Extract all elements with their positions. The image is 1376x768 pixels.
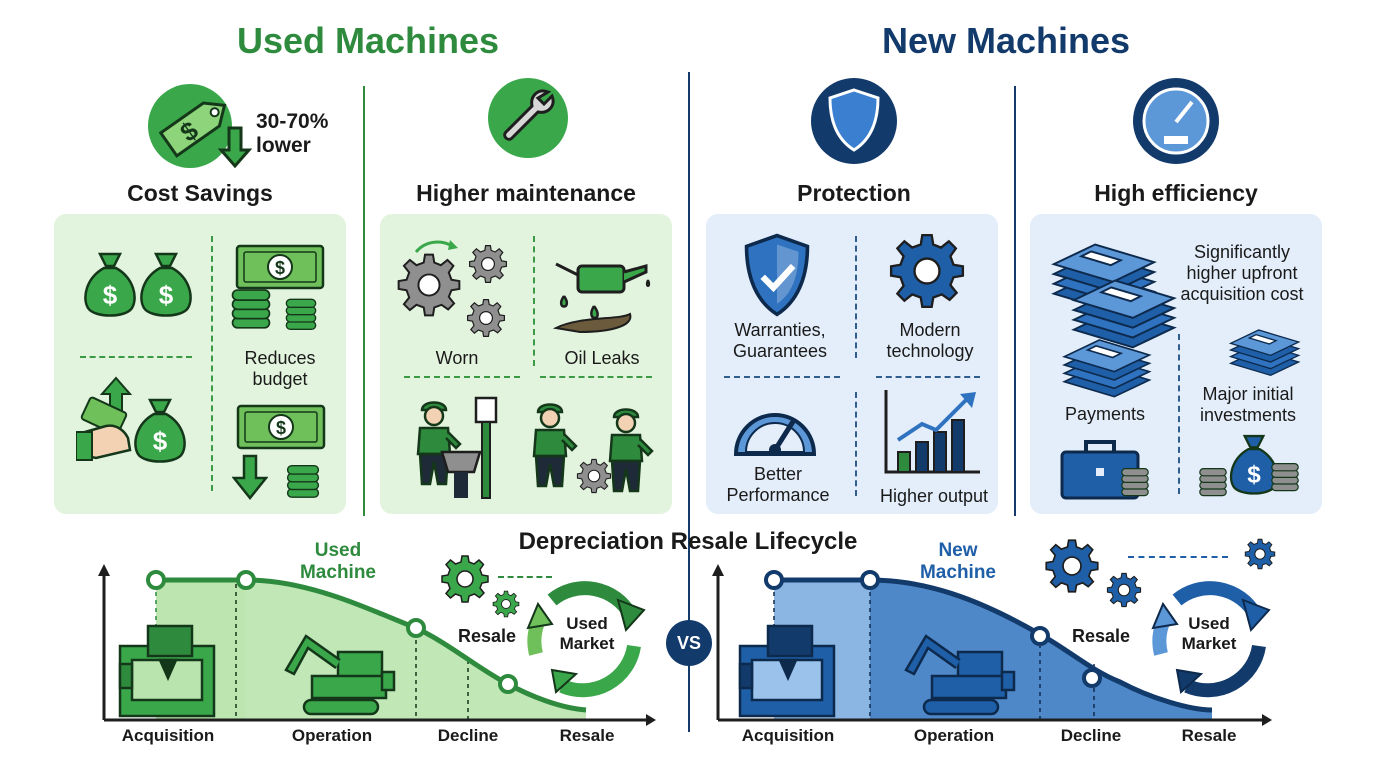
- performance-gauge-icon: [733, 413, 817, 456]
- new-machine-curve-label: New Machine: [919, 540, 997, 583]
- high-efficiency-title: High efficiency: [1094, 180, 1258, 206]
- panel-divider: [404, 376, 520, 378]
- mechanic-icon: [520, 398, 580, 488]
- modern-gear-icon: [888, 232, 966, 310]
- money-bag-icon: [130, 394, 190, 468]
- oil-can-icon: [552, 262, 651, 334]
- protection-title: Protection: [797, 180, 911, 206]
- panel-divider: [1178, 334, 1180, 494]
- panel-divider: [211, 236, 213, 491]
- upfront-cost-label: Significantly higher upfront acquisition…: [1180, 242, 1304, 304]
- cash-stack-icon: [1224, 322, 1304, 378]
- panel-divider: [540, 376, 652, 378]
- used-stage-operation: Operation: [291, 726, 373, 745]
- warranty-shield-icon: [740, 232, 814, 318]
- new-depreciation-chart: [712, 564, 1272, 726]
- coin-stack-icon: [280, 292, 322, 332]
- gear-icon: [1044, 538, 1100, 594]
- new-stage-decline: Decline: [1060, 726, 1122, 745]
- arrow-down-icon: [232, 454, 268, 500]
- coin-stack-icon: [1270, 450, 1300, 500]
- coin-stack-icon: [1198, 458, 1228, 502]
- warranties-label: Warranties, Guarantees: [732, 320, 828, 361]
- payments-label: Payments: [1064, 404, 1146, 424]
- new-machines-title: New Machines: [881, 20, 1131, 61]
- panel-divider: [80, 356, 192, 358]
- lifecycle-title: Depreciation Resale Lifecycle: [518, 528, 858, 555]
- higher-maintenance-title: Higher maintenance: [416, 180, 636, 206]
- oil-leaks-label: Oil Leaks: [564, 348, 640, 368]
- worn-label: Worn: [435, 348, 479, 368]
- connector-line: [1128, 556, 1228, 558]
- gauge-icon: [1133, 78, 1219, 164]
- arrow-icon: [414, 240, 458, 254]
- coin-stack-icon: [230, 280, 272, 332]
- money-bag-icon: [136, 250, 196, 320]
- higher-output-label: Higher output: [879, 486, 989, 506]
- better-performance-label: Better Performance: [726, 464, 830, 505]
- panel-divider: [533, 236, 535, 366]
- major-investments-label: Major initial investments: [1199, 384, 1297, 425]
- reduces-budget-label: Reduces budget: [244, 348, 316, 389]
- modern-technology-label: Modern technology: [886, 320, 974, 361]
- used-market-label: Used Market: [559, 614, 615, 653]
- panel-divider: [855, 392, 857, 496]
- used-stage-decline: Decline: [437, 726, 499, 745]
- panel-divider: [876, 376, 980, 378]
- gear-icon: [440, 554, 490, 604]
- banknote-icon: [236, 404, 326, 450]
- used-stage-resale: Resale: [559, 726, 615, 745]
- cost-savings-title: Cost Savings: [127, 180, 273, 206]
- gear-icon: [576, 458, 612, 494]
- wrench-icon: [488, 78, 568, 158]
- new-market-label: Used Market: [1181, 614, 1237, 653]
- gear-icon: [466, 298, 506, 338]
- vs-badge: VS: [666, 620, 712, 666]
- new-stage-resale: Resale: [1181, 726, 1237, 745]
- panel-divider: [724, 376, 840, 378]
- bar-chart-icon: [884, 390, 980, 474]
- gear-icon: [1106, 572, 1142, 608]
- workbench-icon: [440, 396, 498, 499]
- new-resale-tag: Resale: [1072, 626, 1131, 646]
- cycle-arrows-icon: [526, 581, 646, 698]
- shield-icon: [811, 78, 897, 164]
- divider-center: [688, 72, 690, 732]
- price-tag-icon: $: [148, 84, 253, 169]
- coin-stack-icon: [1120, 460, 1150, 500]
- used-machine-curve-label: Used Machine: [299, 540, 377, 583]
- money-bag-icon: [80, 250, 140, 320]
- used-stage-acquisition: Acquisition: [121, 726, 215, 745]
- gear-icon: [1244, 538, 1276, 570]
- cycle-arrows-icon: [1151, 581, 1271, 698]
- gear-icon: [396, 252, 462, 318]
- cash-stack-icon: [1056, 330, 1156, 400]
- hand-money-icon: [76, 376, 133, 461]
- panel-divider: [855, 236, 857, 358]
- connector-line: [498, 576, 552, 578]
- new-stage-operation: Operation: [913, 726, 995, 745]
- used-depreciation-chart: [98, 564, 656, 726]
- divider-new: [1014, 86, 1016, 516]
- gear-icon: [492, 590, 520, 618]
- used-resale-tag: Resale: [458, 626, 517, 646]
- coin-stack-icon: [280, 458, 326, 500]
- divider-used: [363, 86, 365, 516]
- new-stage-acquisition: Acquisition: [741, 726, 835, 745]
- gear-icon: [468, 244, 508, 284]
- savings-badge: 30-70% lower: [256, 110, 329, 157]
- used-machines-title: Used Machines: [236, 20, 500, 61]
